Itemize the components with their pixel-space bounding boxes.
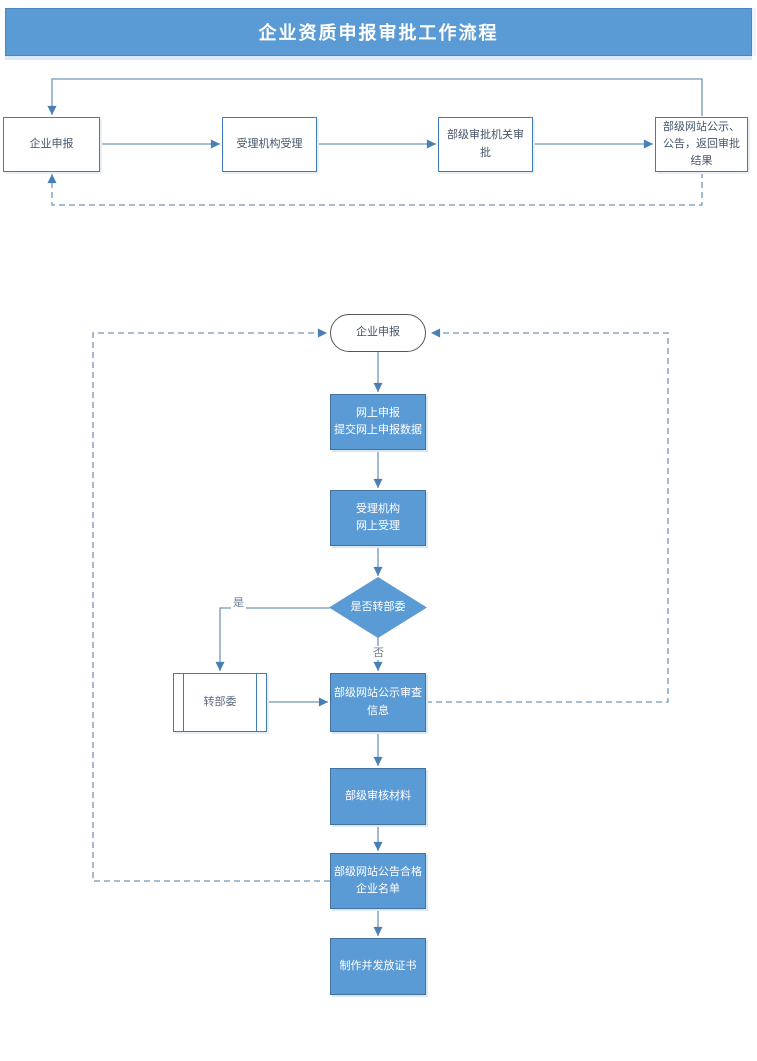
connector-return-bottom-dashed [47,172,703,206]
overview-node-agency-accept: 受理机构受理 [222,117,317,172]
detail-node-start: 企业申报 [330,314,426,352]
node-label: 是否转部委 [350,600,406,613]
overview-node-ministry-approve: 部级审批机关审批 [438,117,533,172]
connector-return-top [47,78,703,116]
predefined-process-bar [183,674,184,731]
detail-node-issue-certificate: 制作并发放证书 [330,938,426,995]
detail-node-ministry-review: 部级审核材料 [330,768,426,825]
node-label: 部级审批机关审批 [447,129,524,159]
overview-node-website-publish: 部级网站公示、公告，返回审批结果 [655,117,748,172]
connector-loop-right-dashed [426,328,669,703]
page-title: 企业资质申报审批工作流程 [258,23,499,43]
detail-node-online-accept: 受理机构 网上受理 [330,490,426,546]
decision-yes-label: 是 [231,596,246,610]
node-label: 企业申报 [29,137,74,150]
header-banner: 企业资质申报审批工作流程 [5,8,752,56]
node-label: 网上申报 提交网上申报数据 [334,406,422,436]
overview-node-enterprise-declare: 企业申报 [3,117,100,172]
node-label: 部级网站公告合格企业名单 [334,865,422,895]
detail-node-publicity-review-info: 部级网站公示审查信息 [330,673,426,732]
node-label: 部级网站公示审查信息 [334,687,422,717]
node-label: 转部委 [203,695,237,708]
connector-decision-yes [215,607,330,671]
predefined-process-bar [256,674,257,731]
node-label: 受理机构 网上受理 [356,502,400,532]
node-label: 受理机构受理 [236,137,303,150]
node-label: 部级网站公示、公告，返回审批结果 [663,120,740,168]
detail-node-transfer-ministry: 转部委 [173,673,267,732]
decision-no-label: 否 [371,646,386,660]
detail-node-announce-qualified: 部级网站公告合格企业名单 [330,853,426,909]
node-label: 部级审核材料 [345,789,411,802]
node-label: 制作并发放证书 [339,959,417,972]
detail-node-online-declare: 网上申报 提交网上申报数据 [330,394,426,450]
connector-loop-left-dashed [92,328,330,882]
node-label: 企业申报 [356,326,400,339]
